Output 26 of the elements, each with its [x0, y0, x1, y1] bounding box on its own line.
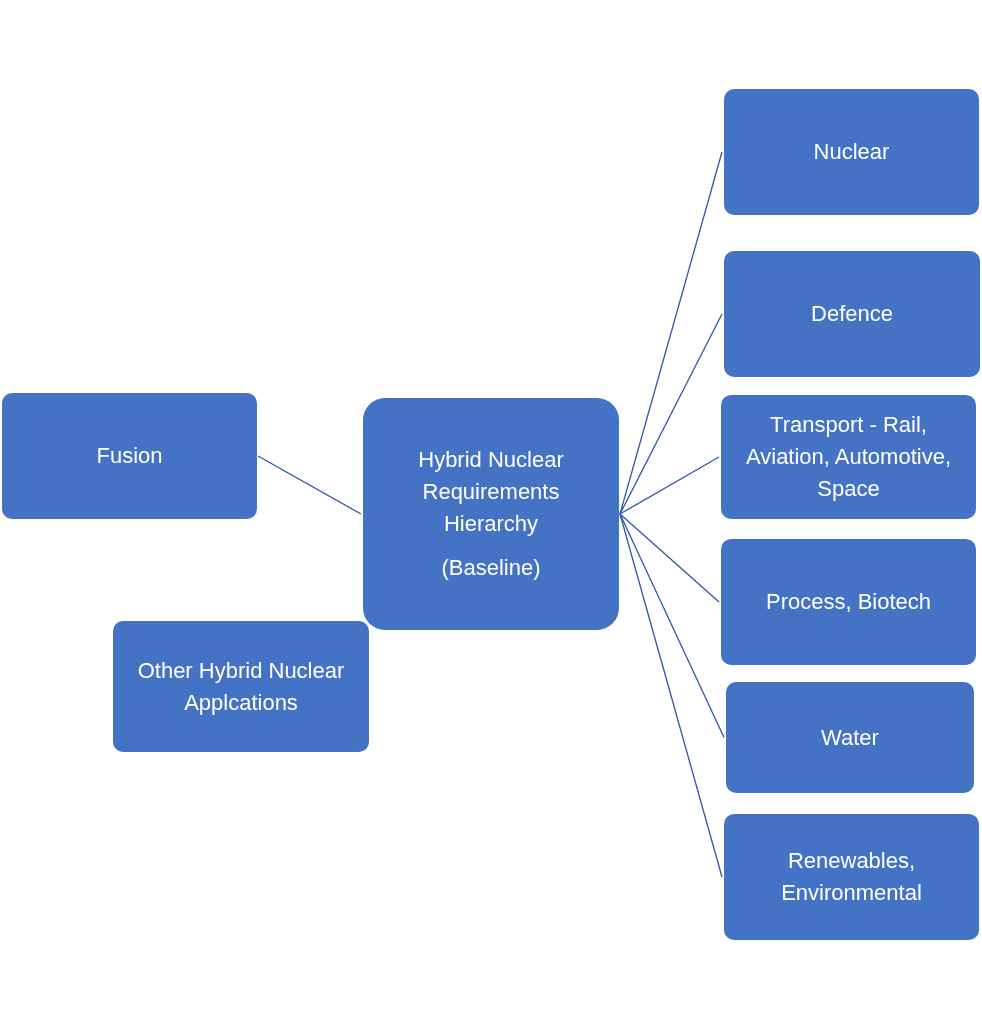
connector-line [257, 455, 362, 515]
box-label: Hybrid Nuclear Requirements Hierarchy [417, 446, 565, 538]
connector-line [619, 513, 723, 878]
box-label: Water [821, 723, 879, 752]
connector-line [619, 513, 725, 739]
category-box [721, 395, 976, 519]
box-label: Renewables, Environmental [780, 847, 923, 907]
category-box [726, 682, 974, 793]
box-label: Process, Biotech [765, 588, 932, 616]
box-label: Transport - Rail, Aviation, Automotive, Space [744, 411, 952, 503]
box-label: Fusion [96, 442, 163, 470]
box-label: Other Hybrid Nuclear Applcations [136, 656, 346, 717]
category-box [363, 398, 619, 630]
category-box [724, 814, 979, 940]
category-box [113, 621, 369, 752]
connector-line [619, 151, 723, 515]
box-label: (Baseline) [441, 554, 541, 582]
box-label: Nuclear [813, 138, 890, 166]
category-box [2, 393, 257, 519]
connector-line [619, 513, 720, 603]
category-box [721, 539, 976, 665]
box-label: Defence [811, 300, 893, 328]
connector-line [619, 456, 720, 515]
category-box [724, 89, 979, 215]
category-box [724, 251, 980, 377]
connector-line [619, 313, 723, 515]
